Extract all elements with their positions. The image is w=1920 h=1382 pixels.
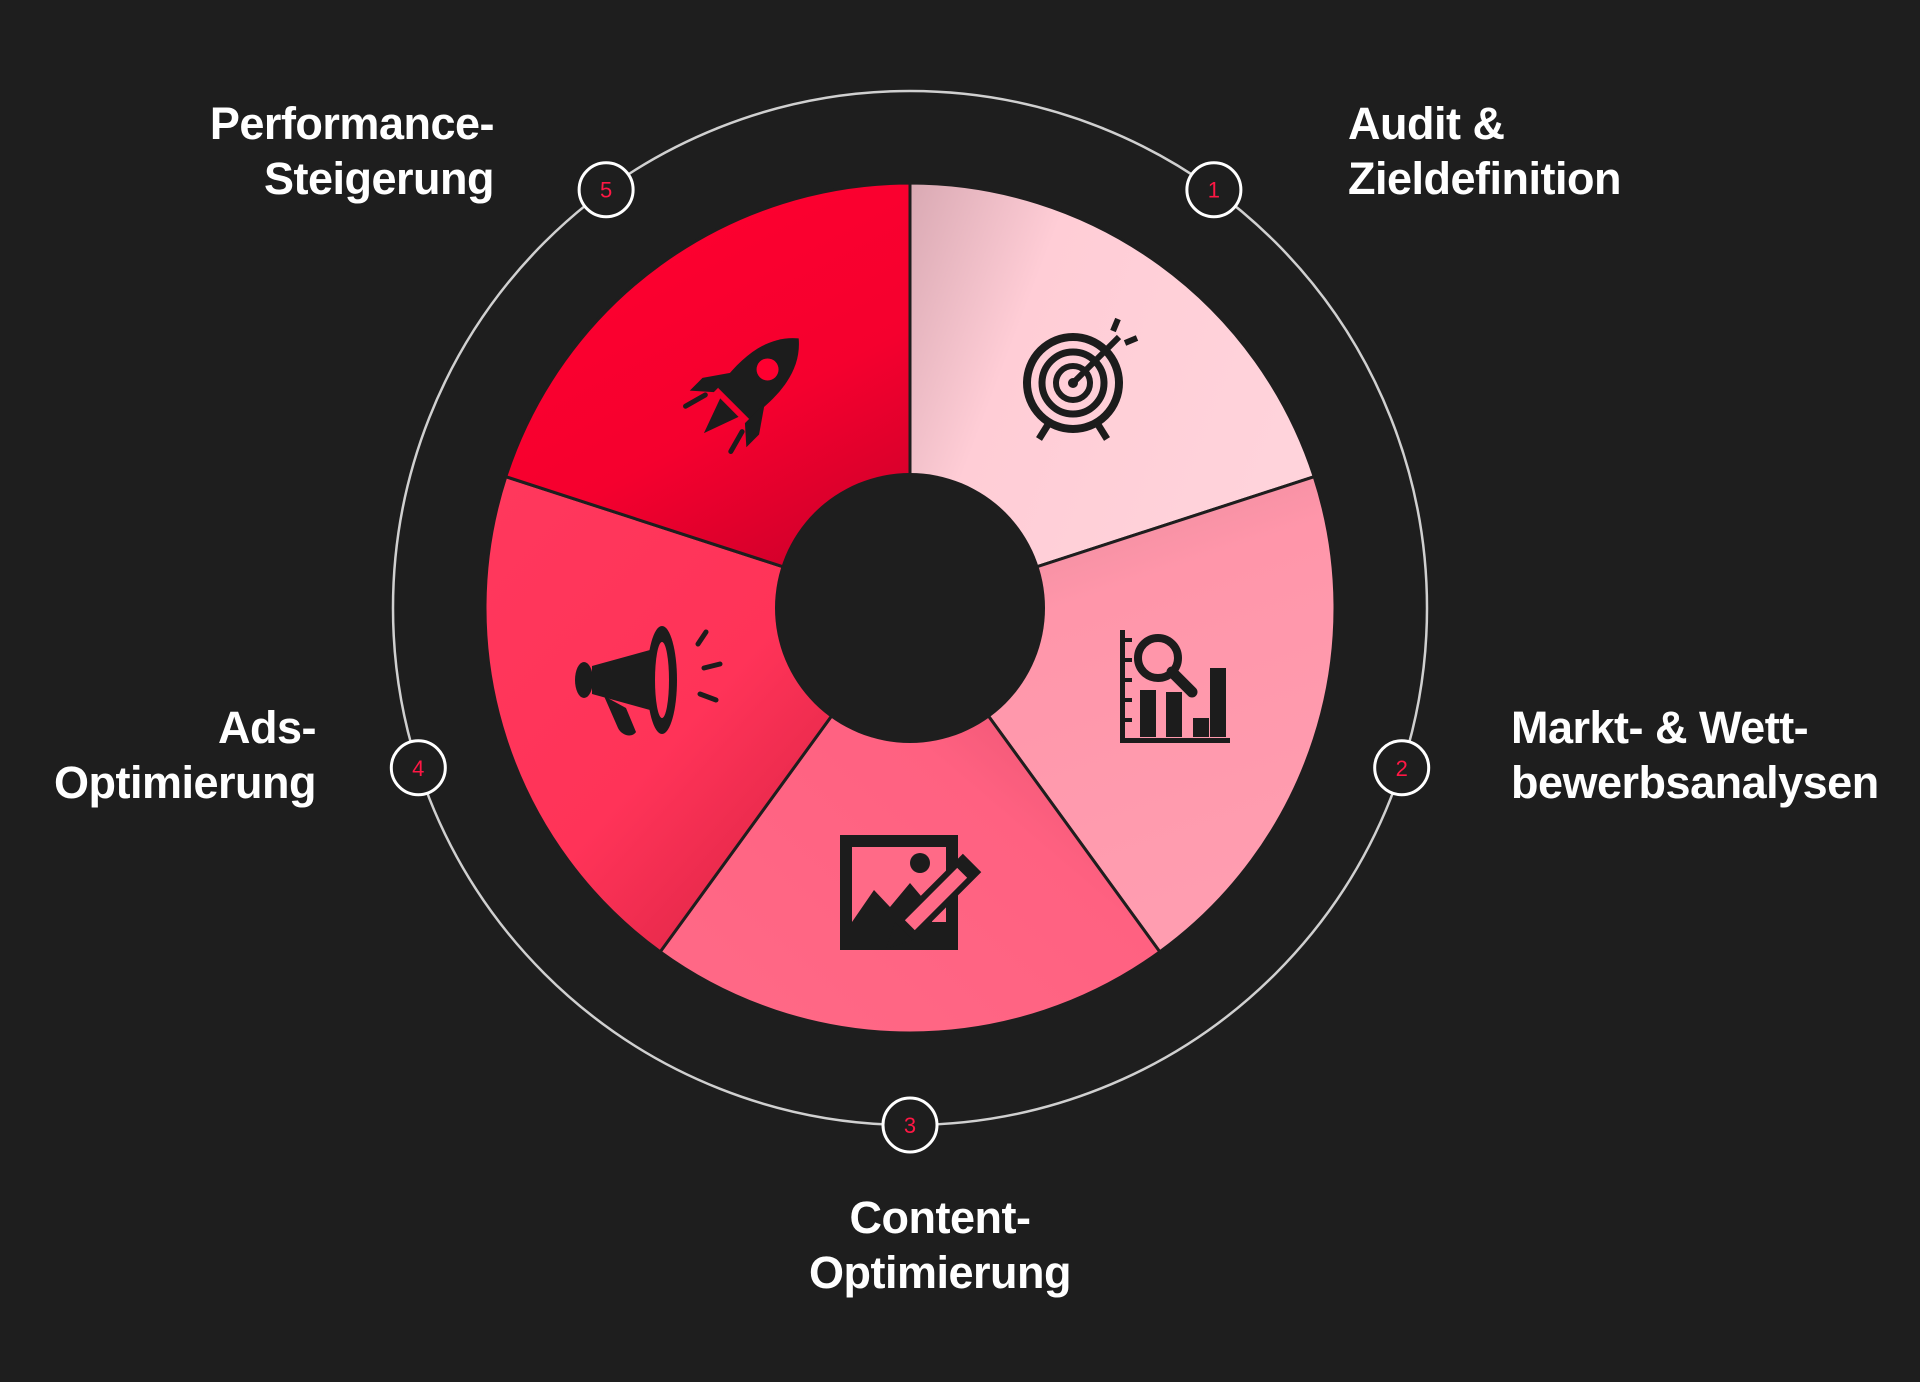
- badge-circle: [389, 739, 447, 797]
- badge-circle: [1185, 161, 1243, 219]
- image-edit-icon: [840, 835, 982, 950]
- step-1-title-line1: Audit &: [1348, 98, 1505, 149]
- step-badge-5: 5: [577, 161, 635, 219]
- step-label-4: Ads- Optimierung: [0, 700, 317, 810]
- badge-number: 5: [600, 178, 612, 203]
- step-4-title-line1: Ads-: [218, 702, 317, 753]
- megaphone-icon: [575, 626, 723, 736]
- step-label-3: Content- Optimierung: [790, 1190, 1090, 1300]
- badge-circle: [577, 161, 635, 219]
- segment-5: [503, 181, 912, 611]
- badge-number: 3: [904, 1113, 916, 1138]
- target-icon: [1023, 317, 1139, 441]
- step-3-title-line1: Content-: [849, 1192, 1031, 1243]
- step-badge-4: 4: [389, 739, 447, 797]
- segment-3: [658, 605, 1162, 1035]
- step-label-1: Audit & Zieldefinition: [1348, 96, 1621, 206]
- step-1-title-line2: Zieldefinition: [1348, 153, 1621, 204]
- badge-number: 4: [412, 756, 424, 781]
- step-badges: 1 2 3 4 5: [389, 161, 1431, 1154]
- badge-number: 1: [1208, 178, 1220, 203]
- center-hole: [775, 473, 1045, 743]
- step-2-title-line1: Markt- & Wett-: [1511, 702, 1809, 753]
- analytics-chart-icon: [1120, 630, 1230, 743]
- step-badge-3: 3: [881, 1096, 939, 1154]
- step-label-5: Performance- Steigerung: [0, 96, 495, 206]
- badge-circle: [1373, 739, 1431, 797]
- step-2-title-line2: bewerbsanalysen: [1511, 757, 1879, 808]
- step-badge-2: 2: [1373, 739, 1431, 797]
- segment-1: [908, 181, 1317, 611]
- step-3-title-line2: Optimierung: [809, 1247, 1072, 1298]
- step-4-title-line2: Optimierung: [54, 757, 317, 808]
- badge-circle: [881, 1096, 939, 1154]
- badge-number: 2: [1396, 756, 1408, 781]
- rocket-icon: [683, 338, 799, 454]
- step-5-title-line2: Steigerung: [263, 153, 495, 204]
- step-5-title-line1: Performance-: [209, 98, 495, 149]
- step-badge-1: 1: [1185, 161, 1243, 219]
- step-label-2: Markt- & Wett- bewerbsanalysen: [1511, 700, 1879, 810]
